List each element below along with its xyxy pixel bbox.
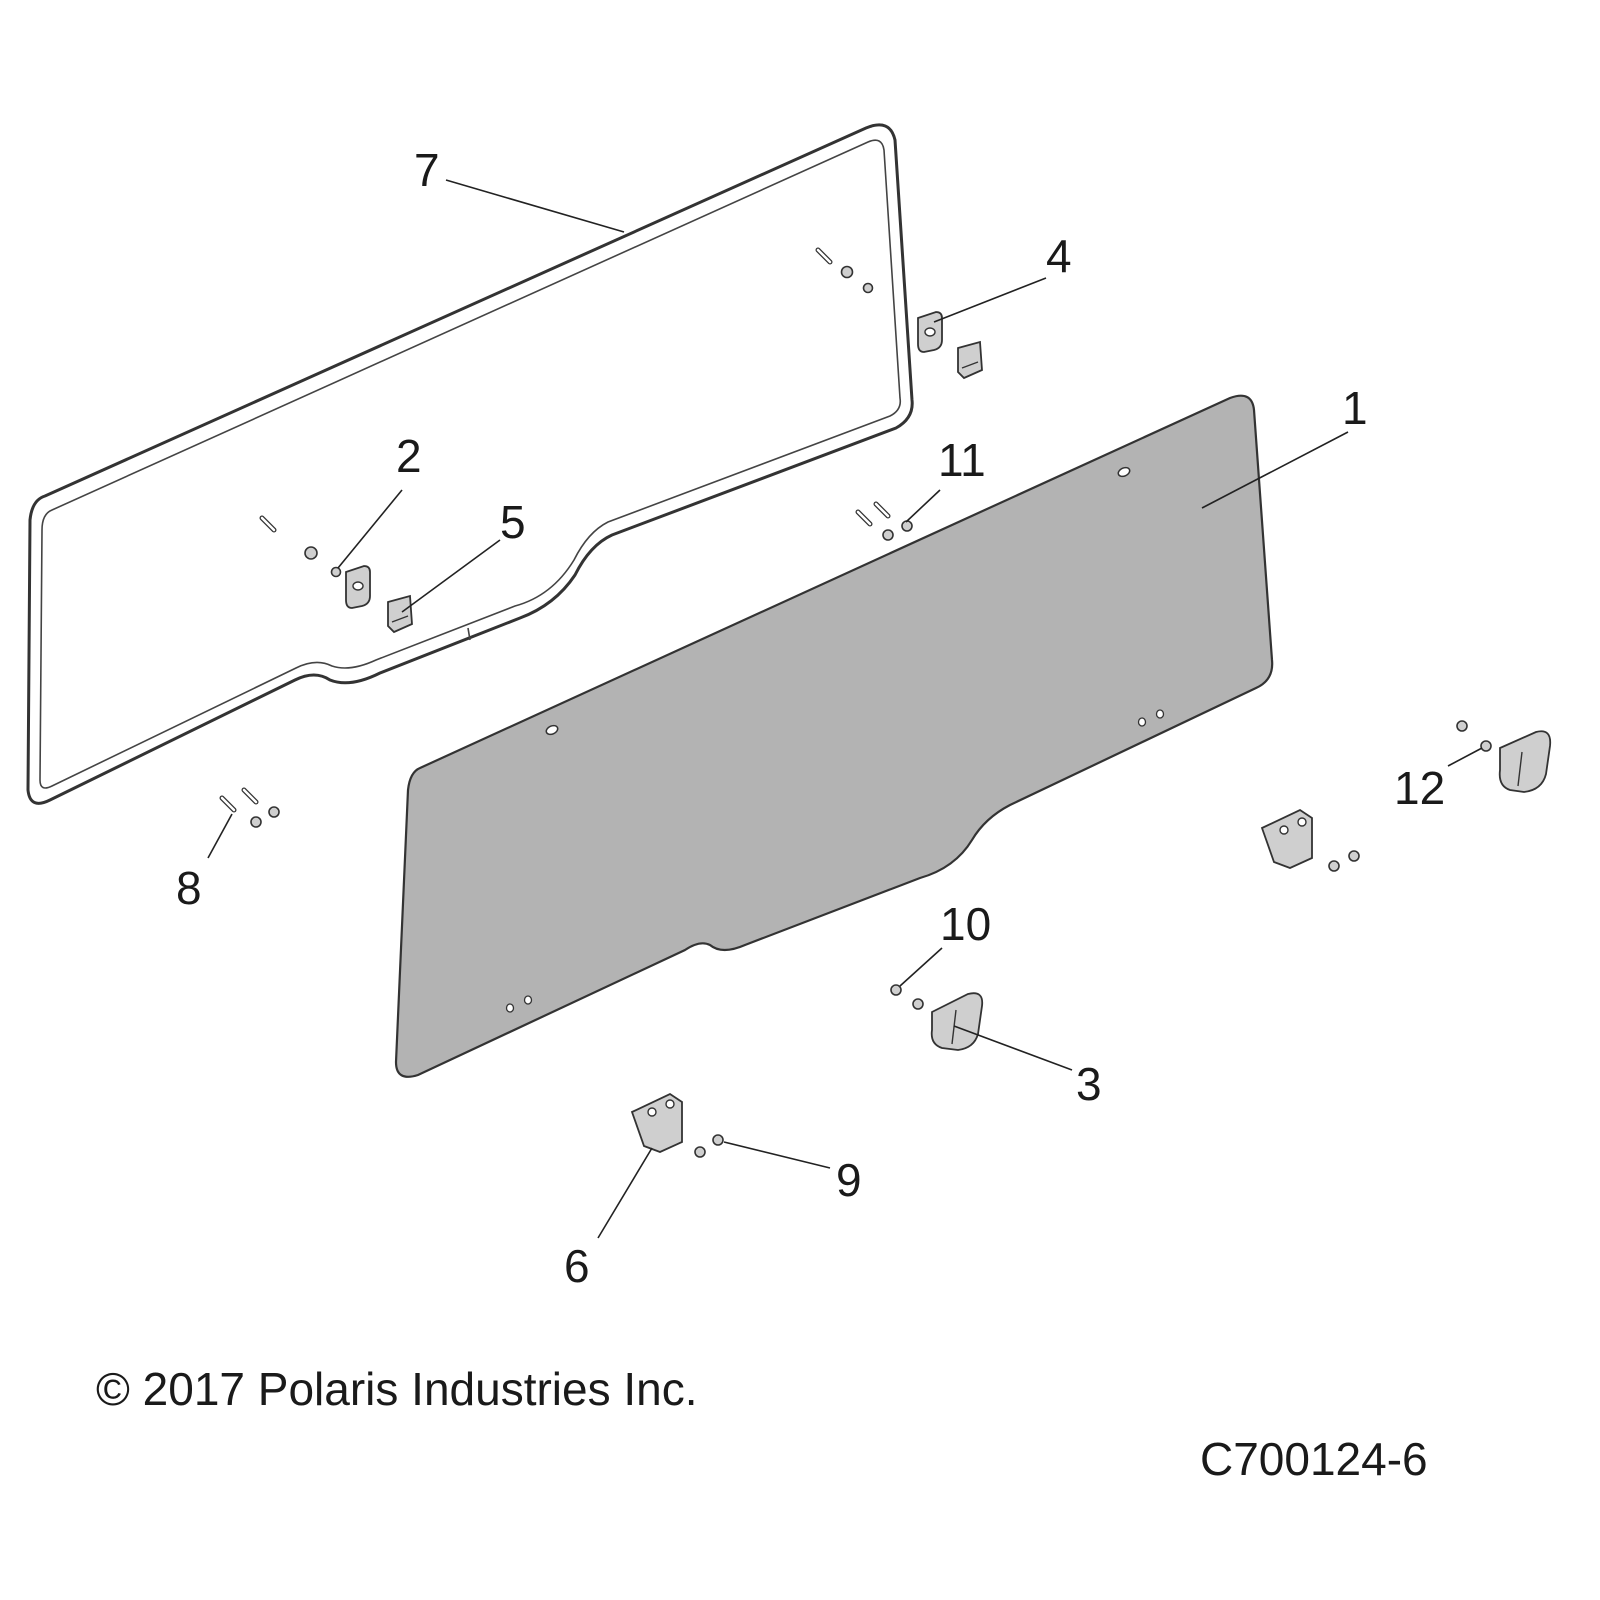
middle-hardware-group xyxy=(259,515,413,634)
upper-hardware-group xyxy=(815,247,983,380)
callout-7: 7 xyxy=(414,144,440,196)
callout-9: 9 xyxy=(836,1154,862,1206)
leader-lines xyxy=(207,179,1483,1239)
callout-5: 5 xyxy=(500,496,526,548)
hardware-part-12-group xyxy=(1260,720,1552,872)
panel-part-1 xyxy=(394,394,1274,1078)
frame-seal-part-7 xyxy=(26,123,914,805)
hardware-part-6-9-group xyxy=(630,1092,724,1158)
callout-2: 2 xyxy=(396,430,422,482)
callout-8: 8 xyxy=(176,862,202,914)
hardware-part-11-group xyxy=(855,501,913,541)
callout-11: 11 xyxy=(938,434,986,486)
callout-labels: 1 2 3 4 5 6 7 8 9 10 11 12 xyxy=(176,144,1445,1292)
copyright-notice: © 2017 Polaris Industries Inc. xyxy=(96,1363,698,1415)
callout-4: 4 xyxy=(1046,230,1072,282)
hardware-part-8-group xyxy=(219,787,280,828)
hardware-part-10-3-group xyxy=(890,984,984,1051)
callout-1: 1 xyxy=(1342,382,1368,434)
callout-3: 3 xyxy=(1076,1058,1102,1110)
callout-6: 6 xyxy=(564,1240,590,1292)
drawing-number: C700124-6 xyxy=(1200,1433,1428,1485)
callout-10: 10 xyxy=(940,898,991,950)
callout-12: 12 xyxy=(1394,762,1445,814)
